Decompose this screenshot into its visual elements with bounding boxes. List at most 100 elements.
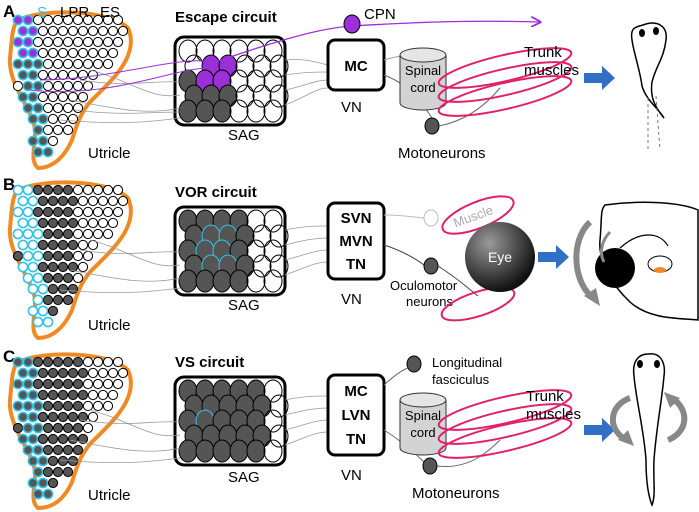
hair-cell	[77, 25, 89, 37]
hair-cell	[22, 356, 34, 368]
hair-cell	[47, 69, 59, 81]
sag-box	[173, 205, 287, 297]
motoneurons-label: Motoneurons	[412, 485, 500, 502]
hair-cell	[42, 316, 54, 328]
hair-cell	[47, 25, 59, 37]
sag-neuron	[229, 99, 249, 123]
hair-cell	[62, 378, 74, 390]
sag-to-vn-fibers	[284, 59, 329, 106]
hair-cell	[92, 36, 104, 48]
hair-cell	[32, 228, 44, 240]
hair-cell	[12, 228, 24, 240]
hair-cell	[22, 422, 34, 434]
hair-cell	[32, 102, 44, 114]
hair-cell	[97, 367, 109, 379]
motor-label: Oculomotor	[390, 278, 458, 293]
hair-cell	[52, 294, 64, 306]
hair-cell	[37, 195, 49, 207]
hair-cell	[102, 400, 114, 412]
hair-cell	[102, 356, 114, 368]
hair-cell	[42, 466, 54, 478]
hair-cell	[77, 411, 89, 423]
hair-cell	[62, 206, 74, 218]
hair-cell	[37, 305, 49, 317]
sag-neuron	[246, 69, 266, 93]
oculomotor-neuron	[423, 257, 439, 275]
hair-cell	[82, 400, 94, 412]
hair-cell	[77, 261, 89, 273]
hair-cell	[27, 477, 39, 489]
hair-cell	[27, 455, 39, 467]
hair-cell	[62, 356, 74, 368]
hair-cell	[32, 36, 44, 48]
hair-cell	[27, 69, 39, 81]
sag-neuron	[246, 99, 266, 123]
hair-cell	[37, 239, 49, 251]
motor-label: neurons	[406, 294, 453, 309]
hair-cell	[62, 294, 74, 306]
sag-neuron	[235, 54, 255, 78]
hair-cell	[82, 356, 94, 368]
hair-cell	[112, 356, 124, 368]
hair-cell	[27, 239, 39, 251]
hair-cell	[42, 228, 54, 240]
hair-cell	[37, 69, 49, 81]
hair-cell	[107, 195, 119, 207]
hair-cell	[32, 466, 44, 478]
hair-cell	[42, 14, 54, 26]
hair-cell	[27, 25, 39, 37]
hair-cell	[57, 283, 69, 295]
sag-neuron	[263, 439, 283, 463]
sag-neuron	[263, 239, 283, 263]
hair-cell	[42, 378, 54, 390]
sag-neuron	[252, 84, 272, 108]
hair-cell	[52, 58, 64, 70]
hair-cell	[47, 477, 59, 489]
hair-cell	[37, 283, 49, 295]
sag-neuron	[212, 439, 232, 463]
vn-nucleus: MVN	[339, 233, 372, 250]
hair-cell	[42, 206, 54, 218]
sag-neuron	[178, 99, 198, 123]
panel-b: B Utricle VOR circuit SAG SVN MVN TN VN …	[3, 175, 699, 341]
hair-cell	[52, 250, 64, 262]
sag-neuron	[195, 439, 215, 463]
vn-nucleus: MC	[344, 383, 367, 400]
hair-cell	[67, 367, 79, 379]
hair-cell	[42, 36, 54, 48]
hair-cell	[92, 356, 104, 368]
hair-cell	[17, 389, 29, 401]
sag-label: SAG	[228, 297, 260, 314]
sag-neuron	[263, 39, 283, 63]
sag-neuron	[269, 54, 289, 78]
target-label: Trunk	[524, 44, 562, 61]
hair-cell	[67, 217, 79, 229]
hair-cell	[27, 135, 39, 147]
vn-label: VN	[341, 99, 362, 116]
hair-cell	[52, 356, 64, 368]
hair-cell	[42, 400, 54, 412]
hair-cell	[92, 206, 104, 218]
hair-cell	[62, 36, 74, 48]
hair-cell	[27, 389, 39, 401]
hair-cell	[92, 400, 104, 412]
sag-neuron	[246, 269, 266, 293]
sag-neuron	[229, 439, 249, 463]
hair-cell	[52, 36, 64, 48]
hair-cell	[42, 272, 54, 284]
sag-neuron	[246, 439, 266, 463]
vn-label: VN	[341, 291, 362, 308]
hair-cell	[57, 261, 69, 273]
panel-letter: A	[3, 2, 15, 21]
hair-cell	[37, 455, 49, 467]
hair-cell	[32, 444, 44, 456]
hair-cell	[62, 400, 74, 412]
hair-cell	[67, 239, 79, 251]
utricle-label: Utricle	[88, 145, 131, 162]
sag-neuron	[252, 224, 272, 248]
hair-cell	[77, 433, 89, 445]
hair-cell	[42, 102, 54, 114]
hair-cell	[72, 422, 84, 434]
afferent-fibers	[59, 69, 181, 124]
